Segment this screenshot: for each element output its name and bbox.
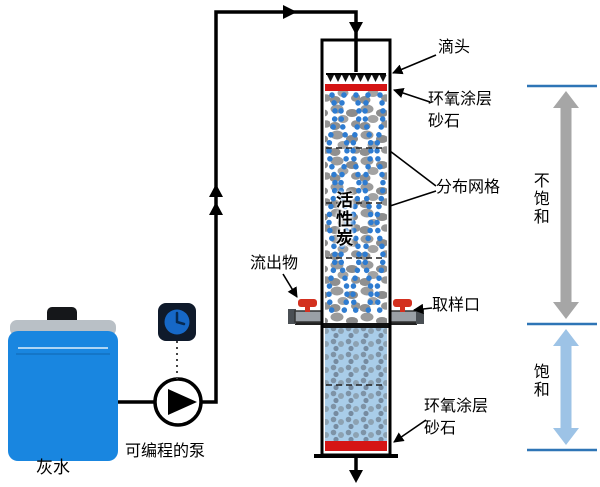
activated-carbon-label: 活性炭 [332,191,353,248]
left-port-shadow [295,321,322,325]
epoxy-sand-top-line1: 环氧涂层 [428,89,493,108]
sampling-port-pointer [412,303,433,315]
greywater-tank [8,307,118,461]
pump-icon [153,377,203,427]
right-port-shadow [390,321,417,325]
grid-pointer-1 [389,150,437,187]
feed-pipes [118,10,358,404]
epoxy-bottom-pointer [393,419,427,443]
flow-arrow-right [283,5,297,19]
sampling-port-cap [416,309,424,324]
drip-head-label: 滴头 [438,37,471,56]
epoxy-sand-top-label: 环氧涂层 砂石 [428,88,492,131]
epoxy-sand-bottom-line1: 环氧涂层 [424,396,489,415]
distribution-grid-label: 分布网格 [436,177,501,196]
unsaturated-zone-arrow [553,91,579,319]
sampling-port [389,309,424,324]
annotation-pointers [282,54,437,443]
epoxy-top-pointer [393,88,431,103]
zone-divider-lines [527,84,597,452]
flow-arrow-up-2 [209,202,223,215]
sampling-port-label: 取样口 [432,295,481,314]
flow-arrow-down [349,22,363,35]
pump-rotor [168,389,197,415]
effluent-port-cap [288,309,296,324]
epoxy-sand-top-line2: 砂石 [428,110,461,130]
saturated-label: 饱和 [530,363,550,399]
epoxy-sand-layer-top [325,84,387,91]
unsaturated-label: 不饱和 [530,172,550,226]
timer-controller-icon [158,303,196,341]
column-joint [322,323,390,328]
port-valves [298,299,412,312]
epoxy-sand-bottom-line2: 砂石 [424,417,457,437]
effluent-valve-handle [298,299,317,307]
effluent-label: 流出物 [250,253,299,272]
drip-head-pointer [392,54,437,75]
epoxy-sand-layer-bottom [325,441,387,451]
sampling-valve-handle [393,299,412,307]
flow-arrow-up-1 [209,184,223,197]
drip-head [326,73,387,82]
grid-pointer-2 [389,190,437,207]
epoxy-sand-bottom-label: 环氧涂层 砂石 [424,395,488,438]
pump-label: 可编程的泵 [125,441,206,460]
effluent-pointer [282,273,298,298]
greywater-label: 灰水 [36,458,70,478]
outlet-arrow [349,470,363,483]
saturated-zone-arrow [553,329,579,445]
distribution-grid-lines [326,147,386,259]
tank-body [8,331,118,461]
